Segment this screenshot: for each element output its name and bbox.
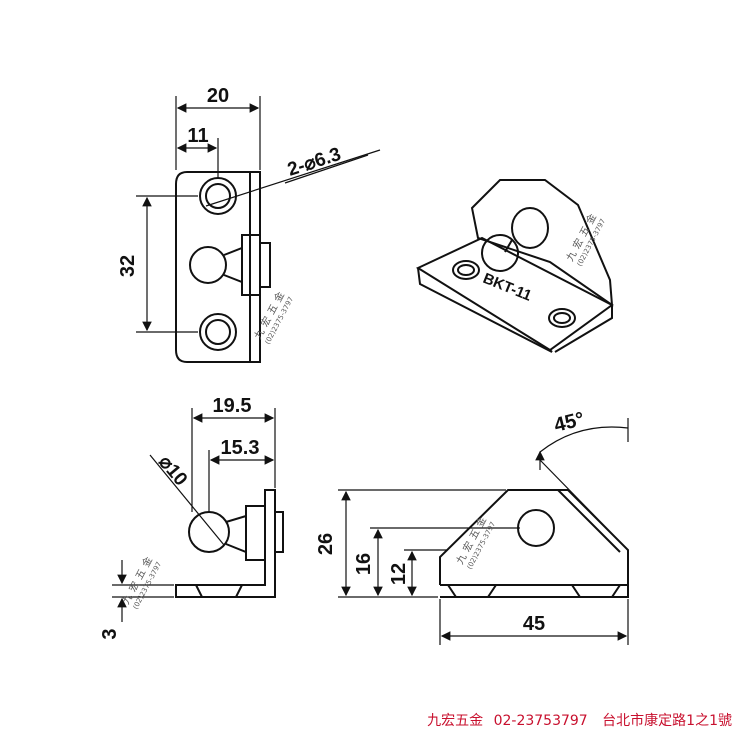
side-view xyxy=(175,489,284,598)
front-view-dimensions xyxy=(136,96,381,333)
isometric-view xyxy=(415,179,614,353)
dim-top-width: 20 xyxy=(207,85,229,107)
dim-base-length: 45 xyxy=(523,613,545,635)
watermark-3: 九宏五金 (02)2375-3797 xyxy=(119,551,163,611)
dim-hole-spec: 2-⌀6.3 xyxy=(285,144,344,181)
dim-side-offset: 15.3 xyxy=(221,437,260,459)
part-label: BKT-11 xyxy=(481,270,535,305)
side-view-dimensions xyxy=(112,408,276,622)
dim-height-low: 12 xyxy=(388,563,410,585)
end-view xyxy=(439,489,629,598)
watermark-4: 九宏五金 (02)2375-3797 xyxy=(453,511,497,571)
dim-height-mid: 16 xyxy=(353,553,375,575)
dim-height-total: 26 xyxy=(315,533,337,555)
dim-ball-dia: ⌀10 xyxy=(154,452,191,490)
watermark-2: 九宏五金 (02)2375-3797 xyxy=(563,208,607,268)
footer-phone: 02-23753797 xyxy=(493,713,588,729)
footer-address: 台北市康定路1之1號 xyxy=(602,713,732,729)
footer-contact: 九宏五金 02-23753797 台北市康定路1之1號 xyxy=(427,710,732,730)
front-view xyxy=(175,171,271,363)
footer-brand: 九宏五金 xyxy=(427,713,484,729)
dim-thickness: 3 xyxy=(99,628,121,639)
dim-hole-spacing: 32 xyxy=(117,255,139,277)
dim-side-width: 19.5 xyxy=(213,395,252,417)
dim-top-offset: 11 xyxy=(187,125,208,147)
dim-angle: 45° xyxy=(552,408,587,437)
end-view-dimensions xyxy=(338,418,629,645)
